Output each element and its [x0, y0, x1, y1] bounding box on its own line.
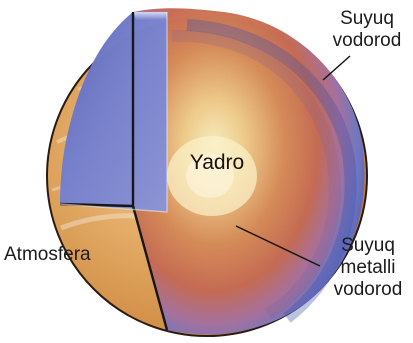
liquid-hydrogen-pointer	[323, 56, 350, 80]
liquid-metallic-hydrogen-label-line-2: metalli	[326, 257, 410, 279]
liquid-hydrogen-label: Suyuq vodorod	[326, 8, 408, 52]
core-label: Yadro	[177, 152, 257, 174]
liquid-metallic-hydrogen-label-line-3: vodorod	[326, 279, 410, 301]
liquid-hydrogen-label-line-1: Suyuq	[326, 8, 408, 30]
liquid-metallic-hydrogen-label: Suyuq metalli vodorod	[326, 235, 410, 301]
atmosphere-label: Atmosfera	[4, 244, 124, 266]
cut-edge-highlight	[133, 12, 167, 20]
liquid-metallic-hydrogen-label-line-1: Suyuq	[326, 235, 410, 257]
liquid-hydrogen-label-line-2: vodorod	[326, 30, 408, 52]
